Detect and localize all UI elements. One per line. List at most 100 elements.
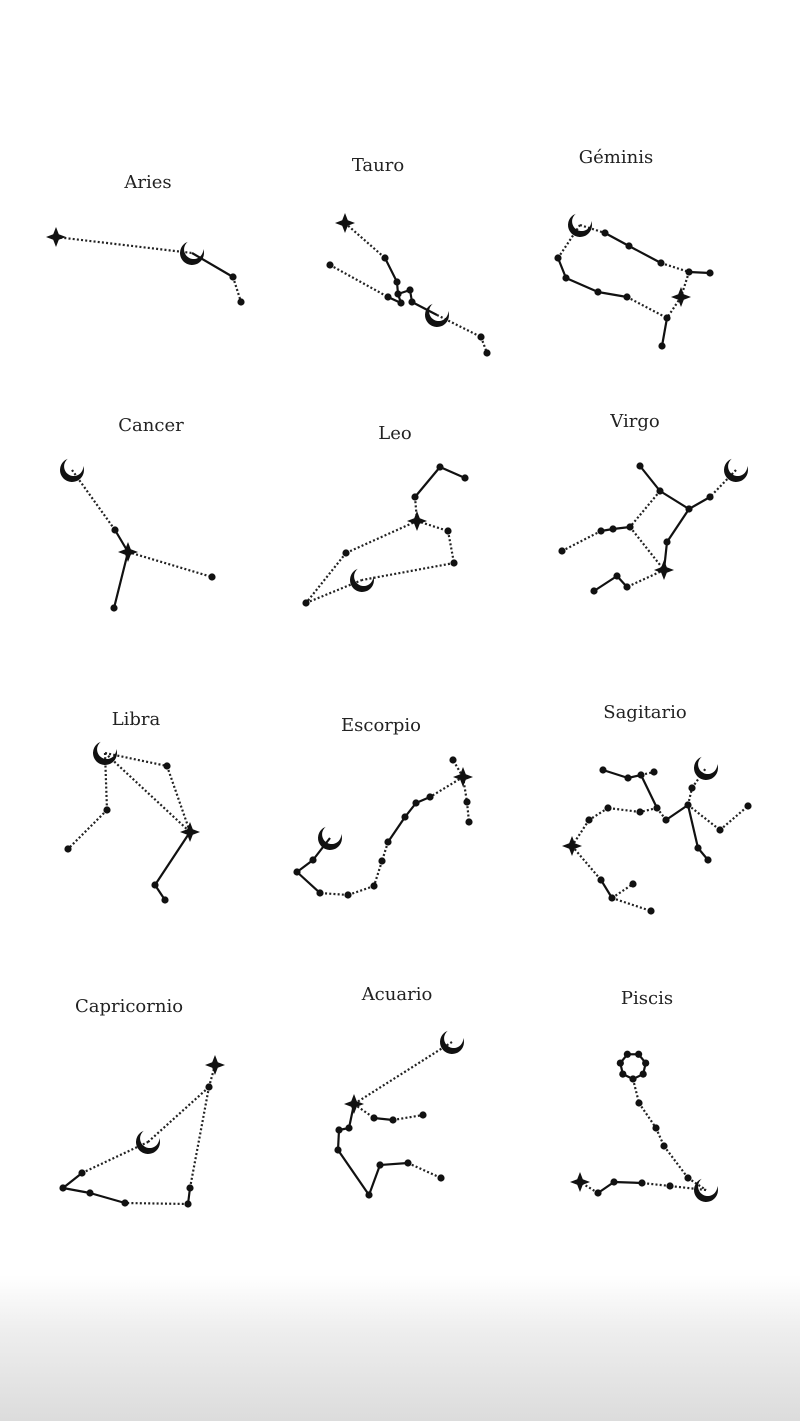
star-dot xyxy=(625,242,633,250)
star-dot xyxy=(636,462,644,470)
title-libra: Libra xyxy=(112,709,161,730)
star-dot xyxy=(326,261,334,269)
star-dot xyxy=(638,1179,646,1187)
star-dot xyxy=(599,766,607,774)
solid-connector-line xyxy=(387,816,406,843)
solid-connector-line xyxy=(593,575,618,592)
solid-connector-line xyxy=(337,1149,370,1196)
star-dot xyxy=(658,342,666,350)
crescent-moon-icon xyxy=(440,1030,464,1054)
solid-connector-line xyxy=(384,257,398,283)
constellation-geminis xyxy=(554,213,714,350)
star-dot xyxy=(684,1174,692,1182)
bright-star-icon xyxy=(344,1094,364,1114)
star-dot xyxy=(477,333,485,341)
bright-star-icon xyxy=(562,836,582,856)
bright-star-icon xyxy=(118,542,138,562)
solid-connector-line xyxy=(602,768,629,780)
crescent-moon-icon xyxy=(318,826,342,851)
solid-connector-line xyxy=(312,837,331,861)
star-dot xyxy=(293,868,301,876)
dotted-connector-line xyxy=(345,519,418,555)
title-geminis: Géminis xyxy=(579,147,653,168)
title-acuario: Acuario xyxy=(361,984,433,1005)
star-dot xyxy=(623,583,631,591)
star-dot xyxy=(608,894,616,902)
star-dot xyxy=(650,768,658,776)
star-dot xyxy=(334,1146,342,1154)
star-dot xyxy=(554,254,562,262)
star-dot xyxy=(639,1070,647,1078)
constellation-sagitario xyxy=(562,756,752,915)
dotted-connector-line xyxy=(571,819,590,847)
star-dot xyxy=(335,1126,343,1134)
dotted-connector-line xyxy=(669,1184,707,1192)
star-dot xyxy=(465,818,473,826)
solid-connector-line xyxy=(191,252,234,278)
dotted-connector-line xyxy=(67,809,108,850)
solid-connector-line xyxy=(660,317,669,347)
title-leo: Leo xyxy=(378,423,411,444)
star-dot xyxy=(437,1174,445,1182)
dotted-connector-line xyxy=(81,1141,149,1174)
star-dot xyxy=(656,487,664,495)
bright-star-icon xyxy=(671,287,691,307)
title-sagitario: Sagitario xyxy=(603,702,687,723)
star-dot xyxy=(463,798,471,806)
star-dot xyxy=(229,273,237,281)
solid-connector-line xyxy=(296,871,321,894)
star-dot xyxy=(637,771,645,779)
star-dot xyxy=(609,525,617,533)
dotted-connector-line xyxy=(588,807,609,821)
dotted-connector-line xyxy=(654,1127,666,1147)
dotted-connector-line xyxy=(231,276,243,303)
dotted-connector-line xyxy=(372,860,384,887)
dotted-connector-line xyxy=(329,264,389,298)
title-piscis: Piscis xyxy=(621,988,673,1009)
star-dot xyxy=(237,298,245,306)
solid-connector-line xyxy=(639,465,661,492)
solid-connector-line xyxy=(62,1186,91,1195)
star-dot xyxy=(647,907,655,915)
solid-connector-line xyxy=(414,466,441,498)
star-dot xyxy=(64,845,72,853)
constellation-tauro xyxy=(326,213,491,357)
crescent-moon-icon xyxy=(180,241,204,265)
star-dot xyxy=(585,816,593,824)
dotted-connector-line xyxy=(631,1078,641,1104)
star-dot xyxy=(636,808,644,816)
dotted-connector-line xyxy=(147,1086,210,1143)
star-dot xyxy=(601,229,609,237)
star-dot xyxy=(103,806,111,814)
title-escorpio: Escorpio xyxy=(341,715,421,736)
star-dot xyxy=(558,547,566,555)
solid-connector-line xyxy=(154,831,191,886)
title-tauro: Tauro xyxy=(352,155,404,176)
constellation-escorpio xyxy=(293,756,473,899)
solid-connector-line xyxy=(597,290,628,299)
crescent-moon-icon xyxy=(60,458,85,483)
solid-connector-line xyxy=(62,1172,83,1189)
star-dot xyxy=(186,1184,194,1192)
title-aries: Aries xyxy=(123,172,171,193)
star-dot xyxy=(151,881,159,889)
star-dot xyxy=(378,857,386,865)
bright-star-icon xyxy=(654,560,674,580)
solid-connector-line xyxy=(565,276,599,294)
star-dot xyxy=(684,801,692,809)
star-dot xyxy=(597,527,605,535)
dotted-connector-line xyxy=(660,261,690,274)
star-dot xyxy=(393,278,401,286)
solid-connector-line xyxy=(686,804,700,849)
star-dot xyxy=(653,804,661,812)
crescent-moon-icon xyxy=(568,213,592,238)
star-dot xyxy=(604,804,612,812)
solid-connector-line xyxy=(628,245,662,264)
crescent-moon-icon xyxy=(136,1130,161,1154)
constellation-aries xyxy=(46,227,245,306)
constellation-piscis xyxy=(570,1050,718,1202)
star-dot xyxy=(706,493,714,501)
solid-connector-line xyxy=(666,508,690,543)
solid-connector-line xyxy=(367,1164,382,1196)
